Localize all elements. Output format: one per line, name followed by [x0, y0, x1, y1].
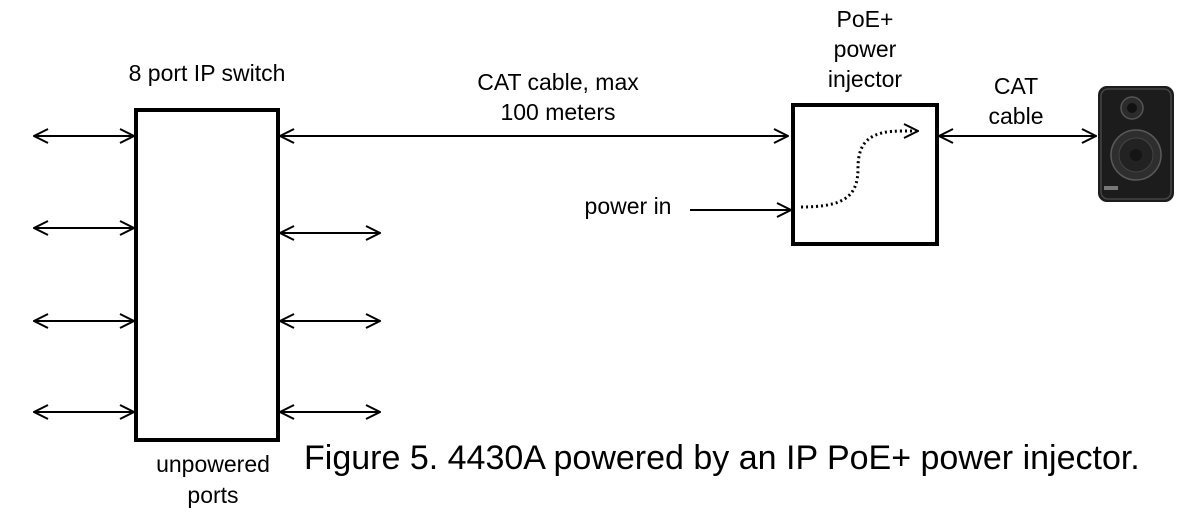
cat-cable-label-line2: cable [988, 103, 1044, 129]
figure-caption: Figure 5. 4430A powered by an IP PoE+ po… [304, 439, 1140, 477]
injector-label-line1: PoE+ [836, 6, 894, 32]
switch-title-label: 8 port IP switch [128, 60, 286, 86]
ip-switch-box [134, 108, 280, 442]
injector-label-line2: power [833, 36, 897, 62]
injector-label-line3: injector [827, 66, 903, 92]
cat-cable-max-label-line1: CAT cable, max [477, 69, 639, 95]
poe-injector-box [791, 103, 939, 246]
cat-cable-max-label-line2: 100 meters [500, 99, 616, 125]
unpowered-ports-label-line1: unpowered [156, 451, 270, 477]
unpowered-ports-label-line2: ports [187, 482, 239, 508]
power-in-label: power in [584, 193, 672, 219]
injector-power-path [800, 131, 918, 209]
loudspeaker-icon [1098, 86, 1174, 202]
cat-cable-label-line1: CAT [993, 73, 1039, 99]
